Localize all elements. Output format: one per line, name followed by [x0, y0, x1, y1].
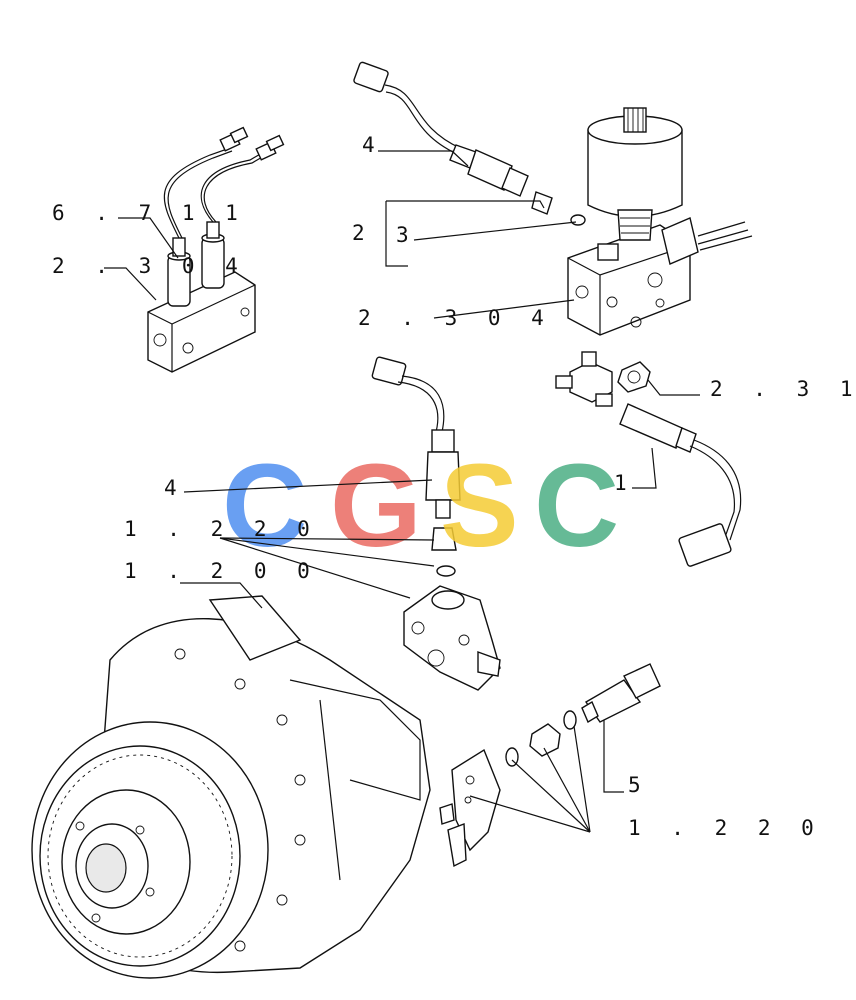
callout-1: 1 [614, 471, 636, 495]
watermark-letter-c2: C [534, 440, 619, 572]
callout-2-304-left: 2 . 3 0 4 [52, 254, 247, 278]
drive-motor [31, 595, 431, 979]
watermark-letter-s: S [440, 440, 519, 572]
callout-3: 3 [396, 223, 418, 247]
left-valve-block [147, 126, 285, 373]
callouts: 6 . 7 1 1 2 . 3 0 4 4 2 3 2 . 3 0 4 2 . … [52, 133, 856, 840]
callout-1-200: 1 . 2 0 0 [124, 559, 319, 583]
callout-2: 2 [352, 221, 374, 245]
pressure-sensor-lower [505, 663, 661, 767]
pressure-switch-right [619, 403, 742, 567]
callout-1-220-top: 1 . 2 2 0 [124, 517, 319, 541]
accumulator-assembly [567, 107, 753, 336]
leader-lines [104, 150, 700, 833]
callout-2-304-right: 2 . 3 0 4 [358, 306, 553, 330]
tee-fitting [555, 351, 651, 407]
callout-2-319: 2 . 3 1 9 [710, 377, 856, 401]
callout-4-top: 4 [362, 133, 384, 157]
callout-1-220-bottom: 1 . 2 2 0 [628, 816, 823, 840]
manifold-block [403, 585, 501, 691]
callout-6-711: 6 . 7 1 1 [52, 201, 247, 225]
callout-4-mid: 4 [164, 476, 186, 500]
pressure-sensor-upper [353, 61, 586, 226]
watermark: C G S C [222, 440, 619, 572]
mounting-bracket [439, 748, 501, 868]
watermark-letter-g: G [330, 440, 422, 572]
callout-5: 5 [628, 773, 650, 797]
watermark-letter-c1: C [222, 440, 307, 572]
pressure-sensor-middle [371, 356, 461, 577]
